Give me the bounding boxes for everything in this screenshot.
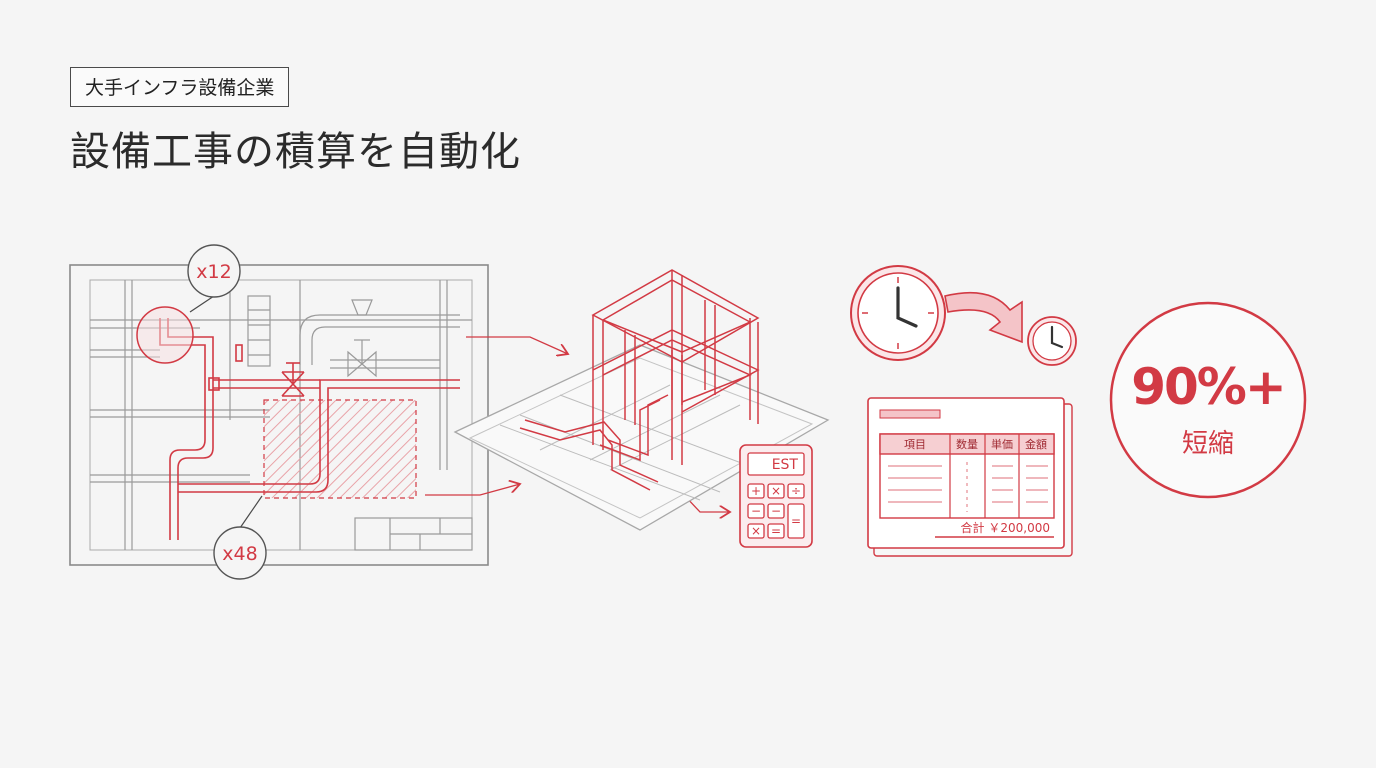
calc-key: − xyxy=(751,504,761,518)
calc-key: × xyxy=(771,484,781,498)
isometric-3d-model xyxy=(453,269,830,531)
blueprint-drawing xyxy=(69,244,489,580)
calc-key: + xyxy=(751,484,761,498)
sheet-column-header: 数量 xyxy=(956,438,978,451)
calculator-display: EST xyxy=(772,457,799,473)
calculator-icon xyxy=(739,444,813,548)
calc-key: × xyxy=(751,524,761,538)
large-clock-icon xyxy=(850,265,946,361)
count-badge-bottom xyxy=(213,526,267,580)
result-circle xyxy=(1109,301,1307,499)
calc-key: − xyxy=(771,504,781,518)
calc-key: ÷ xyxy=(791,484,801,498)
company-tag: 大手インフラ設備企業 xyxy=(70,67,290,107)
result-value: 90%+ xyxy=(1131,358,1285,416)
sheet-column-header: 単価 xyxy=(991,437,1013,451)
curved-arrow-icon xyxy=(944,291,1023,344)
sheet-column-header: 項目 xyxy=(904,438,926,451)
calc-key: = xyxy=(771,524,781,538)
count-badge-bottom-label: x48 xyxy=(222,543,257,565)
count-badge-top-label: x12 xyxy=(196,261,231,283)
sheet-total: 合計 ￥200,000 xyxy=(961,520,1050,535)
page-title: 設備工事の積算を自動化 xyxy=(70,129,521,175)
estimate-sheet xyxy=(867,397,1073,557)
small-clock-icon xyxy=(1027,316,1077,366)
count-badge-top xyxy=(187,244,241,298)
sheet-column-header: 金額 xyxy=(1025,437,1047,451)
result-label: 短縮 xyxy=(1182,429,1234,459)
calc-key: = xyxy=(791,514,801,528)
